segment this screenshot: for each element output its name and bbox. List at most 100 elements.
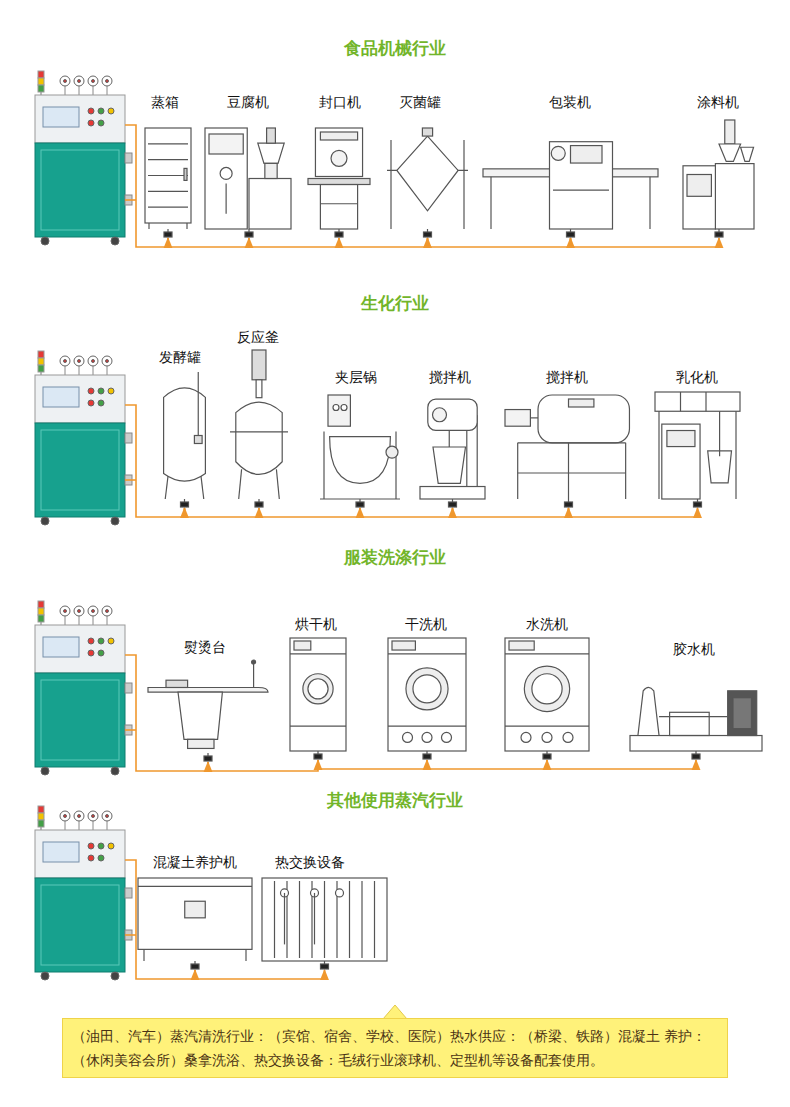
machine-part: [741, 147, 754, 161]
wheel: [111, 517, 119, 525]
steam-pipe: [318, 760, 427, 769]
machine-part: [335, 232, 343, 237]
machine-illustration: [262, 878, 387, 969]
machine-drawing: [385, 128, 470, 238]
machine-line: [490, 177, 491, 229]
machine-part: [249, 179, 291, 230]
machine-part: [320, 132, 357, 140]
machine-illustration: [320, 395, 400, 507]
machine-drawing: [505, 638, 589, 760]
wheel: [41, 517, 49, 525]
machine-illustration: [230, 350, 288, 507]
machine-line: [245, 949, 246, 961]
machine-part: [662, 424, 700, 499]
note-pointer: [383, 1005, 407, 1019]
gauge-dot: [106, 610, 109, 613]
machine-line: [201, 476, 204, 499]
machine-part: [524, 666, 569, 711]
machine-part: [420, 487, 485, 499]
machine-part: [308, 679, 328, 699]
note-text: （油田、汽车）蒸汽清洗行业：（宾馆、宿舍、学校、医院）热水供应：（桥梁、铁路）混…: [72, 1024, 718, 1072]
machine-illustration: [655, 392, 740, 507]
machine-part: [185, 901, 206, 918]
machine-part: [194, 436, 202, 444]
machine-part: [667, 431, 695, 447]
section-heading: 其他使用蒸汽行业: [245, 789, 545, 811]
machine-line: [518, 442, 626, 443]
machine-part: [683, 166, 715, 229]
machine-line: [148, 207, 188, 208]
machine-part: [164, 232, 172, 237]
machine-label: 热交换设备: [210, 852, 410, 872]
button: [98, 108, 104, 114]
signal-light: [38, 78, 44, 85]
machine-node: 封口机: [308, 92, 370, 238]
section-heading: 食品机械行业: [245, 37, 545, 59]
machine-node: 灭菌罐: [385, 92, 470, 238]
machine-part: [184, 168, 187, 180]
machine-drawing: [630, 665, 762, 760]
machine-part: [188, 739, 214, 748]
machine-line: [388, 726, 466, 727]
machine-label: 混凝土养护机: [95, 852, 295, 872]
generator-body: [35, 673, 125, 767]
machine-part: [428, 399, 477, 430]
machine-part: [670, 712, 710, 735]
machine-line: [735, 411, 736, 499]
machine-part: [321, 964, 329, 969]
machine-label: 水洗机: [447, 614, 647, 634]
machine-part: [294, 641, 311, 650]
machine-node: 水洗机: [505, 614, 589, 760]
machine-illustration: [138, 878, 252, 969]
wheel: [111, 237, 119, 245]
machine-node: 乳化机: [655, 367, 740, 508]
machine-part: [655, 392, 740, 411]
machine-part: [725, 120, 735, 144]
pressure-gauge: [88, 356, 98, 366]
machine-line: [148, 175, 188, 176]
machine-line: [324, 881, 325, 958]
machine-line: [148, 223, 149, 229]
machine-illustration: [505, 638, 589, 759]
button: [98, 400, 104, 406]
machine-part: [303, 674, 333, 704]
machine-label: 豆腐机: [148, 92, 348, 112]
button: [88, 650, 94, 656]
machine-node: 熨烫台: [148, 637, 268, 762]
control-panel: [35, 625, 125, 673]
machine-node: 蒸箱: [143, 92, 193, 238]
machine-part: [209, 134, 243, 154]
machine-line: [568, 443, 569, 499]
machine-part: [715, 164, 754, 229]
machine-label: 夹层锅: [256, 367, 456, 387]
pressure-gauge: [60, 76, 70, 86]
section-heading: 生化行业: [245, 292, 545, 314]
display-screen: [43, 637, 79, 657]
machine-drawing: [483, 132, 658, 238]
machine-part: [265, 163, 277, 178]
display-screen: [43, 842, 79, 862]
button: [88, 388, 94, 394]
machine-part: [341, 404, 347, 410]
button: [108, 108, 114, 114]
pressure-gauge: [60, 811, 70, 821]
machine-label: 反应釜: [158, 327, 358, 347]
machine-line: [253, 662, 254, 687]
machine-part: [252, 350, 266, 380]
machine-part: [521, 732, 531, 742]
machine-part: [551, 146, 565, 160]
machine-part: [638, 687, 659, 735]
button: [88, 108, 94, 114]
machine-label: 熨烫台: [105, 637, 305, 657]
gauge-dot: [64, 610, 67, 613]
machine-node: 涂料机: [683, 92, 755, 238]
machine-node: 胶水机: [630, 639, 762, 760]
machine-part: [333, 404, 339, 410]
machine-part: [204, 756, 212, 761]
machine-part: [569, 399, 594, 407]
wheel: [41, 972, 49, 980]
machine-part: [433, 408, 447, 422]
machine-part: [694, 502, 702, 507]
machine-illustration: [308, 128, 370, 237]
steam-pipe: [249, 238, 339, 247]
